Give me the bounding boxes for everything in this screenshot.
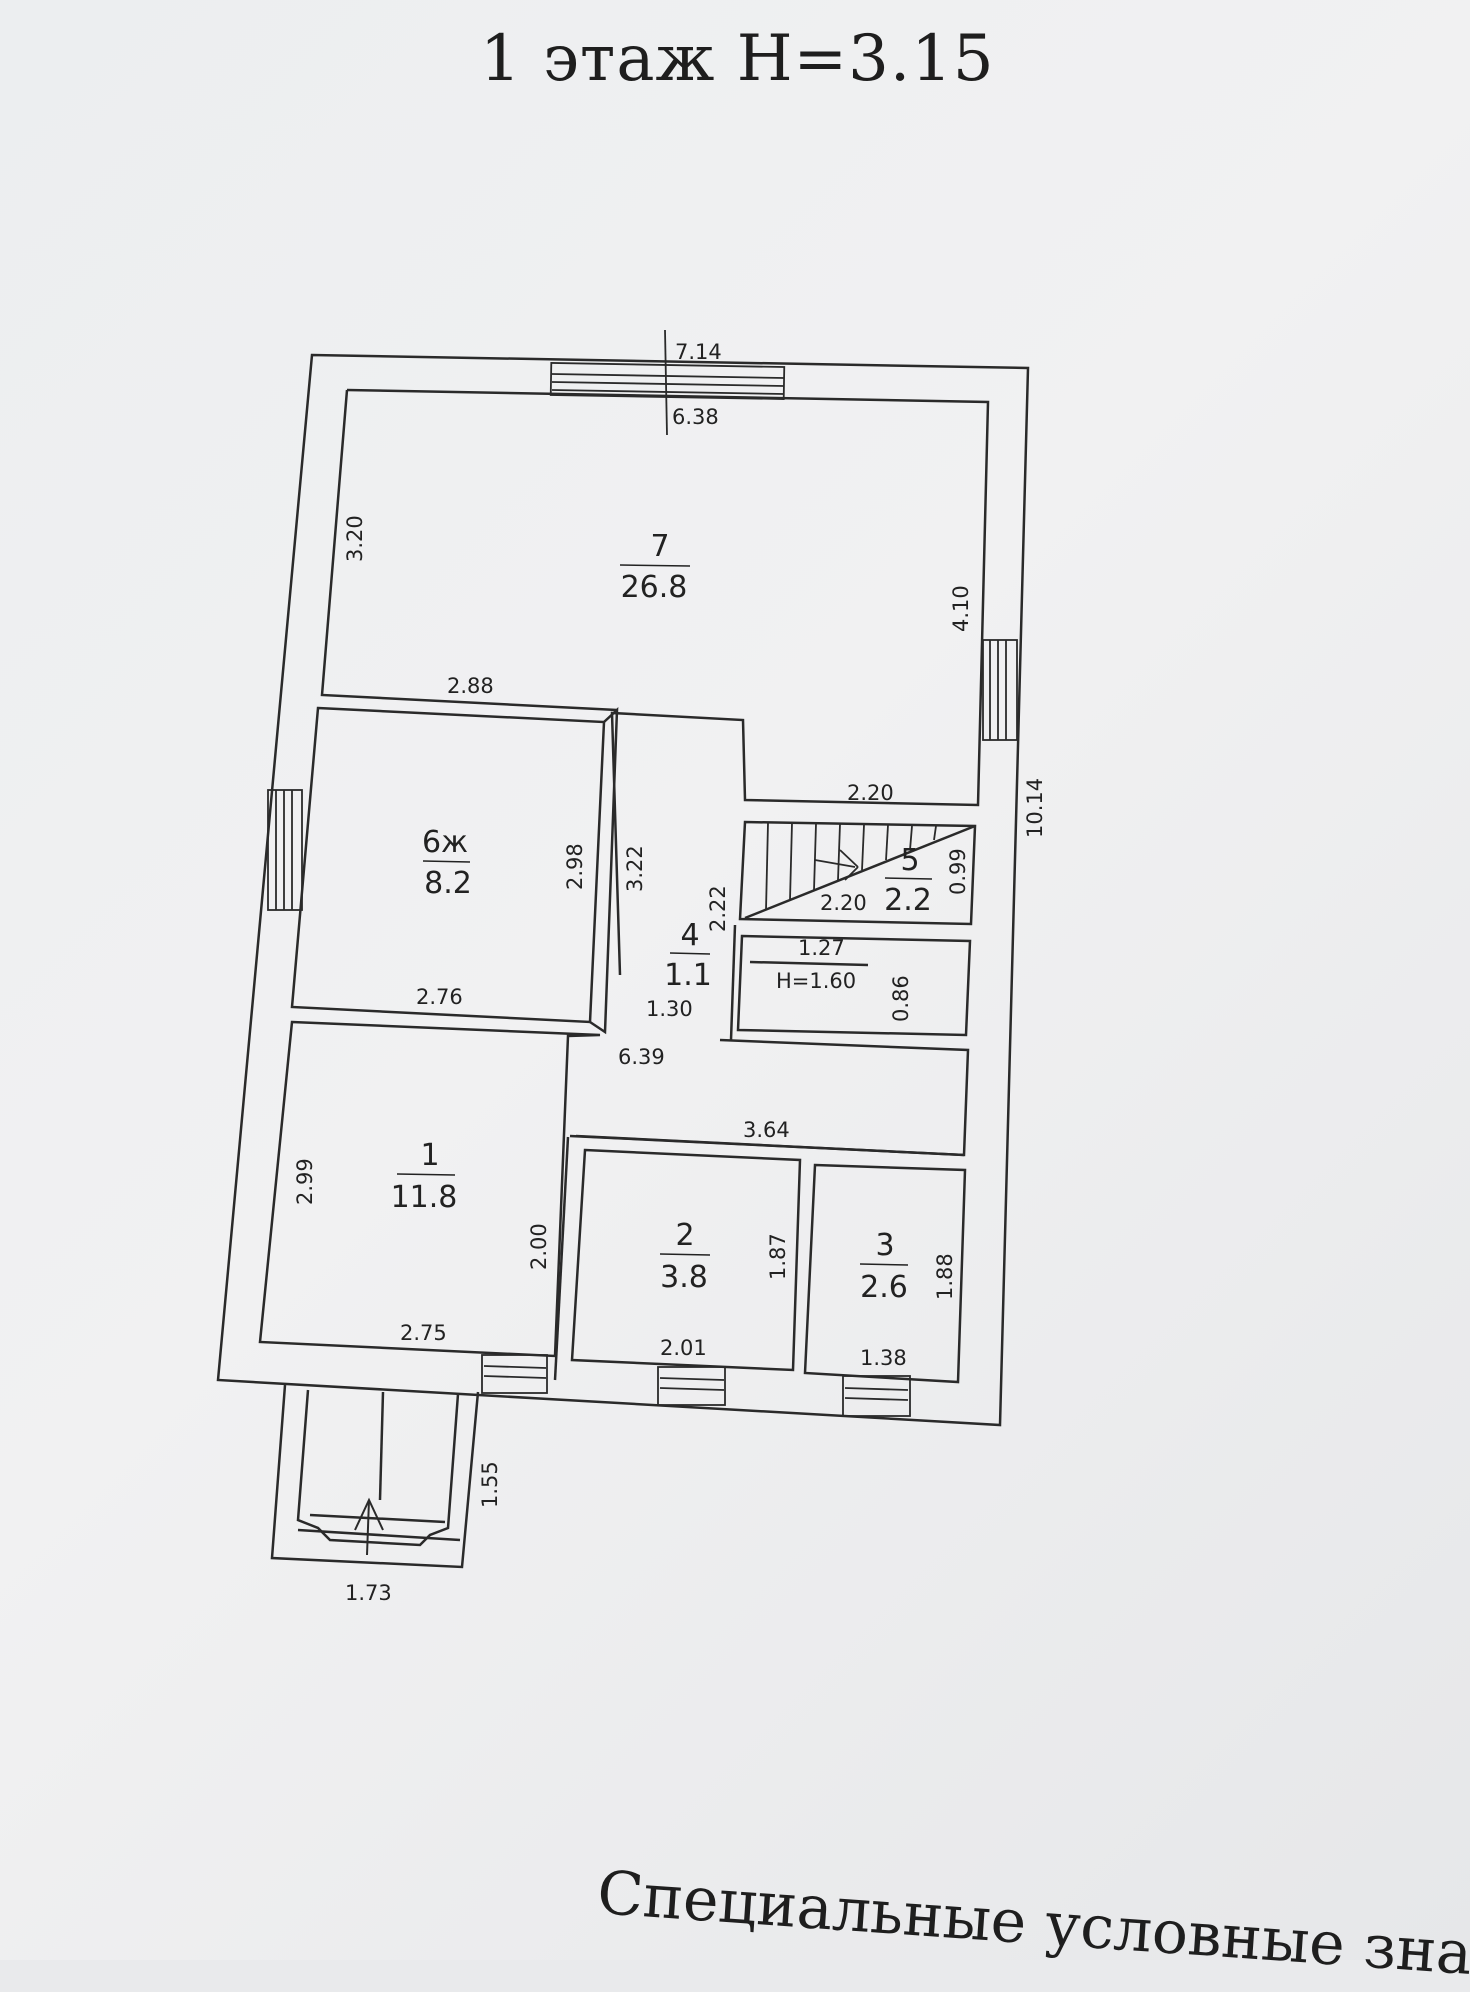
window-top xyxy=(549,362,786,400)
entry-arrow xyxy=(354,1497,384,1556)
room-5-area: 2.2 xyxy=(884,883,932,918)
dim-closet-width: 1.27 xyxy=(798,936,845,960)
room-6-wall-inner xyxy=(589,707,619,1035)
dim-room2-bottom: 2.01 xyxy=(660,1336,707,1360)
dim-room2-right: 1.87 xyxy=(766,1233,790,1280)
porch-divider xyxy=(378,1391,385,1501)
dim-inner-top: 6.38 xyxy=(672,405,719,429)
dim-stair-inner: 2.20 xyxy=(820,891,867,915)
closet-dim-line xyxy=(749,960,869,967)
window-room3 xyxy=(842,1375,911,1417)
room-3-outline xyxy=(803,1163,967,1384)
porch-outline xyxy=(270,1384,480,1569)
room-2-wall xyxy=(553,1136,570,1381)
room-6-number: 6ж xyxy=(422,825,468,860)
porch-step xyxy=(297,1528,461,1542)
room-labels: 7 26.8 6ж 8.2 5 2.2 4 1.1 1 11.8 2 3.8 3… xyxy=(391,529,933,1305)
room-2-area: 3.8 xyxy=(660,1260,708,1295)
dim-stair-top: 2.20 xyxy=(847,781,894,805)
floor-title: 1 этаж H=3.15 xyxy=(480,22,995,96)
room-1-area: 11.8 xyxy=(391,1180,458,1215)
dim-outer-top: 7.14 xyxy=(675,340,722,364)
dim-corridor: 6.39 xyxy=(618,1045,665,1069)
room-6-area: 8.2 xyxy=(424,866,472,901)
porch-inner xyxy=(296,1389,460,1547)
windows xyxy=(267,329,1018,1417)
room-7-area: 26.8 xyxy=(621,570,688,605)
room-4-area: 1.1 xyxy=(664,958,712,993)
dim-room4-left: 2.22 xyxy=(706,885,730,932)
dim-hall-top: 3.64 xyxy=(743,1118,790,1142)
window-left xyxy=(267,789,303,911)
dim-room6-right-inner: 2.98 xyxy=(563,843,587,890)
dim-room1-right: 2.00 xyxy=(527,1223,551,1270)
outer-wall xyxy=(216,353,1030,1427)
dim-room1-left: 2.99 xyxy=(293,1158,317,1205)
window-room2 xyxy=(657,1366,726,1406)
dim-opening: 1.30 xyxy=(646,997,693,1021)
room-1-outline xyxy=(258,1020,601,1358)
dim-closet-height: H=1.60 xyxy=(776,969,856,993)
dim-overall-right: 10.14 xyxy=(1023,778,1047,838)
room-7-number: 7 xyxy=(650,529,669,564)
dim-porch-bottom: 1.73 xyxy=(345,1581,392,1605)
stair-treads xyxy=(765,822,937,911)
room-1-number: 1 xyxy=(420,1138,439,1173)
dim-room7-left: 3.20 xyxy=(343,515,367,562)
room-5-number: 5 xyxy=(900,843,919,878)
dim-porch-side: 1.55 xyxy=(478,1461,502,1508)
window-room1 xyxy=(481,1354,548,1394)
room-2-number: 2 xyxy=(675,1218,694,1253)
dim-room7-right: 4.10 xyxy=(949,585,973,632)
dim-room3-right: 1.88 xyxy=(933,1253,957,1300)
room-4-number: 4 xyxy=(680,918,699,953)
dim-room6-top: 2.88 xyxy=(447,674,494,698)
window-right xyxy=(982,639,1018,741)
dim-room1-bottom: 2.75 xyxy=(400,1321,447,1345)
room-6-outline xyxy=(290,706,606,1024)
hall-wall xyxy=(569,1134,965,1157)
dim-closet-depth: 0.86 xyxy=(889,975,913,1022)
room-3-area: 2.6 xyxy=(860,1270,908,1305)
room-2-outline xyxy=(570,1148,802,1372)
dim-room6-right-outer: 3.22 xyxy=(623,845,647,892)
dim-stair-height: 0.99 xyxy=(946,848,970,895)
closet-outline xyxy=(736,934,972,1037)
stair-diagonal xyxy=(744,824,976,920)
dim-room6-bottom: 2.76 xyxy=(416,985,463,1009)
stair-room xyxy=(738,820,977,926)
dim-room3-bottom: 1.38 xyxy=(860,1346,907,1370)
room-4-wall xyxy=(729,924,737,1041)
room-3-number: 3 xyxy=(875,1228,894,1263)
room-7-left-wall xyxy=(320,389,618,712)
dimension-labels: 7.14 6.38 3.20 4.10 10.14 2.88 2.98 3.22… xyxy=(293,340,1047,1605)
